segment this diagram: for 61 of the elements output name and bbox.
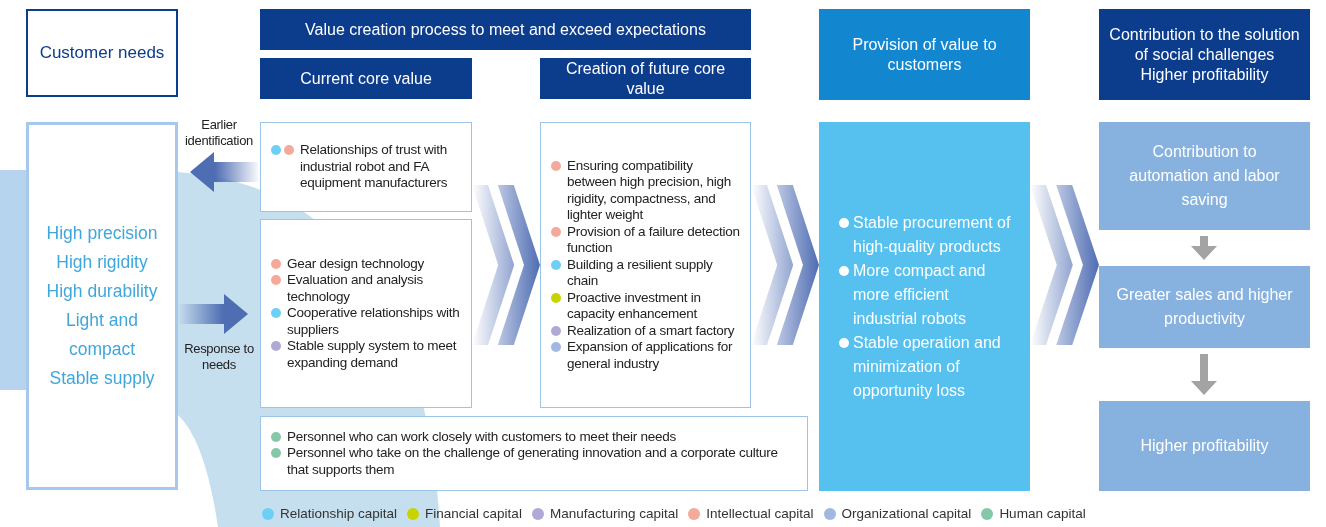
list-item: Personnel who can work closely with customers to meet their needs <box>287 428 676 446</box>
heading <box>26 9 178 97</box>
block-arrow <box>190 152 260 192</box>
legend-label: Financial capital <box>425 506 522 521</box>
list-item: Ensuring compatibility between high precision, high rigidity, compactness, and lighter weight <box>567 157 733 224</box>
arrow <box>1191 354 1217 395</box>
box-text: High durability <box>46 280 158 303</box>
legend-label: Intellectual capital <box>706 506 814 521</box>
box-text: Greater sales and higher productivity <box>1115 285 1294 329</box>
chevron-arrow <box>751 185 819 345</box>
list-item: More compact and more efficient industrial robots <box>853 260 987 329</box>
box-text: Stable supply <box>49 367 155 390</box>
outcome-box <box>1099 266 1310 348</box>
list-item: Stable supply system to meet expanding demand <box>287 338 458 372</box>
box-text: Customer needs <box>39 43 165 63</box>
box-text: Contribution to the solution of social challenges <box>1108 24 1301 65</box>
list-item: Cooperative relationships with suppliers <box>287 305 461 339</box>
list-item: Stable operation and minimization of opportunity loss <box>853 332 1002 401</box>
box-text: Higher profitability <box>1140 64 1269 85</box>
outcome-box <box>1099 401 1310 491</box>
box-text: High precision <box>46 222 158 245</box>
box-text: Current core value <box>300 68 432 89</box>
list-item: Provision of a failure detection function <box>567 223 741 257</box>
legend-label: Relationship capital <box>280 506 398 521</box>
list-item: Relationships of trust with industrial robot and FA equipment manufacturers <box>300 142 449 192</box>
box-text: High rigidity <box>56 251 148 274</box>
block-arrow <box>178 294 248 334</box>
list-item: Expansion of applications for general industry <box>567 339 734 373</box>
header-bar <box>260 58 472 99</box>
header-bar <box>1099 9 1310 100</box>
box-text: Higher profitability <box>1140 436 1269 456</box>
legend-label: Human capital <box>999 506 1086 521</box>
list-box <box>260 416 808 491</box>
legend-label: Organizational capital <box>841 506 972 521</box>
header-bar <box>540 58 751 99</box>
needs-panel <box>26 122 178 490</box>
chevron-arrow <box>1030 185 1099 345</box>
legend-label: Manufacturing capital <box>549 506 679 521</box>
edge-label: Earlier identification <box>183 117 255 149</box>
list-box <box>540 122 751 408</box>
header-bar <box>819 9 1030 100</box>
box-text: Contribution to automation and labor saving <box>1128 142 1281 210</box>
box-text: Value creation process to meet and exceed expectations <box>305 19 706 40</box>
list-item: Personnel who take on the challenge of generating innovation and a corporate culture that supports them <box>287 445 779 479</box>
outcome-box <box>1099 122 1310 230</box>
list-item: Proactive investment in capacity enhancement <box>567 289 702 323</box>
list-item: Gear design technology <box>287 255 425 273</box>
box-text: Light and compact <box>65 309 139 361</box>
list-box <box>260 219 472 408</box>
list-item: Realization of a smart factory <box>567 322 735 340</box>
box-text: Provision of value to customers <box>851 34 998 75</box>
list-item: Stable procurement of high-quality products <box>853 212 1012 257</box>
list-item: Building a resilient supply chain <box>567 256 714 290</box>
list-box <box>260 122 472 212</box>
chevron-arrow <box>472 185 540 345</box>
value-panel <box>819 122 1030 491</box>
box-text: Creation of future core value <box>564 58 727 99</box>
arrow <box>1191 236 1217 260</box>
header-bar <box>260 9 751 50</box>
edge-label: Response to needs <box>183 341 255 373</box>
list-item: Evaluation and analysis technology <box>287 272 425 306</box>
